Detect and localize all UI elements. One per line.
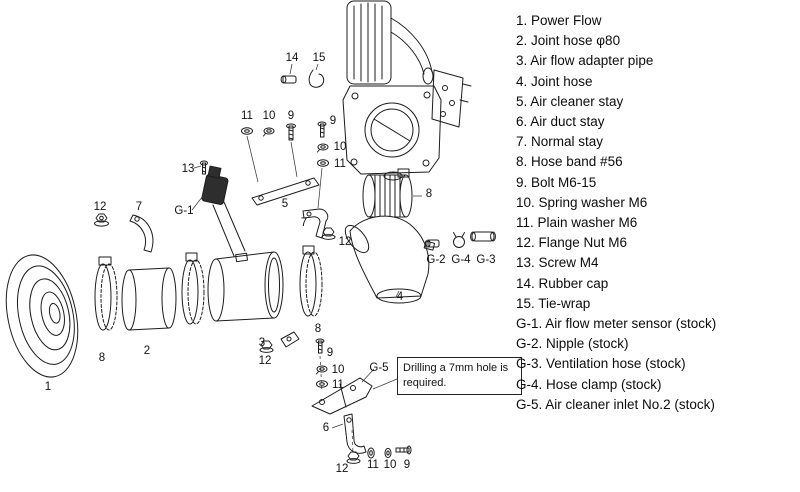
callout-11: 11: [367, 459, 379, 471]
callout-11: 11: [332, 379, 344, 391]
parts-list-item-14: 14. Rubber cap: [516, 275, 609, 291]
callout-g5: G-5: [369, 362, 388, 374]
callout-13: 13: [182, 163, 195, 175]
callout-10: 10: [263, 110, 276, 122]
plain-washer-icon: [241, 127, 253, 135]
callout-7: 7: [301, 217, 307, 229]
normal-stay-right: [302, 208, 329, 239]
callout-5: 5: [282, 198, 288, 210]
parts-list-item-4: 4. Joint hose: [516, 73, 593, 89]
bolt-icon: [315, 338, 325, 354]
callout-10: 10: [334, 141, 347, 153]
joint-hose-elbow: [344, 215, 436, 304]
screw-icon: [200, 160, 208, 175]
callout-10: 10: [384, 459, 397, 471]
parts-list-item-g1: G-1. Air flow meter sensor (stock): [516, 316, 717, 332]
callout-2: 2: [144, 345, 150, 357]
parts-list: 1. Power Flow 2. Joint hose φ80 3. Air f…: [516, 11, 798, 415]
hose-band-middle: [181, 252, 205, 325]
parts-list-item-1: 1. Power Flow: [516, 13, 602, 28]
flange-nut-icon: [321, 227, 336, 240]
callout-8: 8: [99, 352, 105, 364]
air-duct-stay: [343, 413, 367, 454]
callout-9: 9: [288, 110, 294, 122]
parts-list-item-2: 2. Joint hose φ80: [516, 33, 621, 49]
air-flow-adapter-pipe: [207, 251, 284, 322]
callout-12: 12: [94, 201, 107, 213]
callout-4: 4: [397, 291, 404, 303]
callout-12: 12: [259, 355, 272, 367]
parts-list-item-g4: G-4. Hose clamp (stock): [516, 376, 662, 392]
drilling-note: Drilling a 7mm hole is required.: [397, 357, 522, 395]
callout-14: 14: [286, 52, 299, 64]
callout-6: 6: [323, 422, 329, 434]
parts-list-item-3: 3. Air flow adapter pipe: [516, 53, 654, 69]
leader-lines: [191, 63, 422, 453]
parts-list-item-g5: G-5. Air cleaner inlet No.2 (stock): [516, 396, 715, 412]
callout-15: 15: [313, 52, 326, 64]
parts-list-item-15: 15. Tie-wrap: [516, 295, 591, 311]
joint-hose-80: [121, 267, 177, 331]
flange-nut-icon: [94, 213, 109, 227]
parts-list-item-g2: G-2. Nipple (stock): [516, 336, 629, 352]
normal-stay-left: [129, 214, 154, 253]
callout-11: 11: [241, 110, 253, 122]
spring-washer-icon: [384, 447, 392, 459]
parts-list-item-g3: G-3. Ventilation hose (stock): [516, 356, 686, 372]
power-flow-filter: [5, 254, 79, 378]
hose-clamp: [453, 232, 465, 248]
parts-list-item-9: 9. Bolt M6-15: [516, 174, 597, 190]
rubber-cap: [280, 75, 297, 84]
air-cleaner-stay: [251, 177, 320, 206]
exploded-diagram: 14 15 11 10 9 9 10 11 13 G-1 5 7 8 12 7 …: [5, 0, 496, 475]
air-cleaner-inlet-plate: [311, 377, 373, 415]
spring-washer-icon: [317, 143, 329, 153]
callout-8: 8: [426, 188, 432, 200]
hose-band-right: [299, 245, 323, 317]
small-bracket: [280, 331, 300, 348]
engine-intake-duct: [346, 0, 434, 85]
bolt-icon: [317, 121, 327, 138]
ventilation-hose: [470, 231, 496, 242]
parts-list-item-6: 6. Air duct stay: [516, 114, 605, 130]
callout-9: 9: [327, 347, 333, 359]
flange-nut-icon: [346, 451, 361, 464]
spring-washer-icon: [263, 127, 275, 137]
callout-g1: G-1: [174, 205, 193, 217]
drilling-note-text: Drilling a 7mm hole is required.: [403, 362, 509, 389]
hose-band-56: [362, 168, 413, 218]
callout-12: 12: [336, 463, 349, 475]
callout-9: 9: [404, 459, 410, 471]
callout-g3: G-3: [476, 254, 495, 266]
parts-list-item-10: 10. Spring washer M6: [516, 194, 648, 210]
parts-list-item-11: 11. Plain washer M6: [516, 215, 638, 231]
plain-washer-icon: [317, 159, 329, 167]
spring-washer-icon: [316, 365, 328, 375]
callout-labels: 14 15 11 10 9 9 10 11 13 G-1 5 7 8 12 7 …: [45, 52, 496, 475]
throttle-body: [342, 69, 472, 181]
callout-7: 7: [136, 201, 142, 213]
parts-list-item-13: 13. Screw M4: [516, 255, 599, 271]
hose-band-left: [94, 256, 118, 331]
parts-list-item-5: 5. Air cleaner stay: [516, 93, 624, 109]
parts-list-item-12: 12. Flange Nut M6: [516, 235, 628, 251]
tie-wrap: [308, 69, 325, 88]
callout-8: 8: [315, 323, 321, 335]
callout-11: 11: [334, 158, 346, 170]
bolt-icon: [395, 445, 412, 455]
parts-list-item-7: 7. Normal stay: [516, 134, 604, 150]
callout-9: 9: [330, 115, 336, 127]
callout-1: 1: [45, 381, 51, 393]
callout-10: 10: [332, 364, 345, 376]
nipple: [425, 239, 440, 248]
air-flow-meter-sensor: [201, 165, 246, 257]
bolt-icon: [286, 123, 296, 141]
parts-list-item-8: 8. Hose band #56: [516, 154, 623, 170]
callout-g2: G-2: [426, 254, 445, 266]
flange-nut-icon: [259, 340, 274, 353]
plain-washer-icon: [367, 447, 375, 459]
callout-12: 12: [339, 236, 352, 248]
callout-g4: G-4: [451, 254, 471, 266]
callout-3: 3: [259, 337, 265, 349]
